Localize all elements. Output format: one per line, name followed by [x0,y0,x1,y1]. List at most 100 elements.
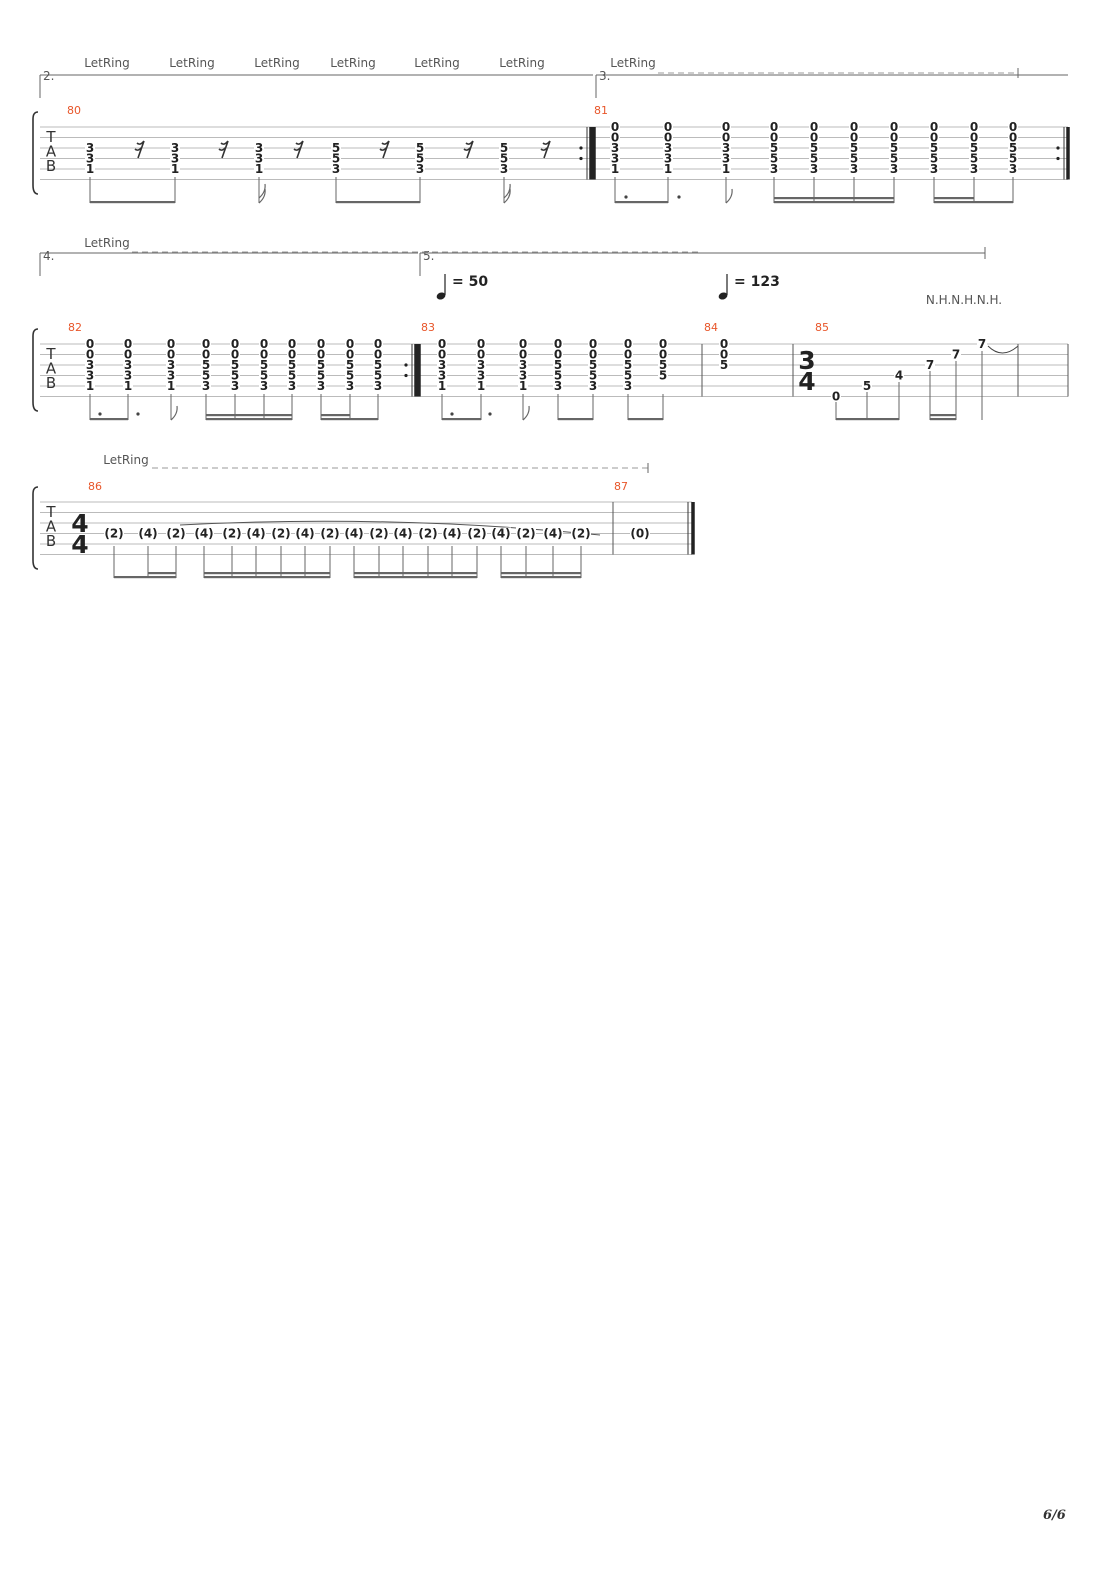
fret-number-ghost: (4) [393,527,412,541]
fret-number: 3 [722,141,730,155]
fret-number-ghost: (4) [344,527,363,541]
fret-number: 3 [810,162,818,176]
time-signature-bottom: 4 [71,530,88,559]
fret-bg [166,380,176,390]
fret-number: 5 [1009,152,1017,166]
fret-number: 0 [438,348,446,362]
fret-bg [929,152,939,163]
fret-bg [254,163,264,173]
fret-number: 5 [332,141,340,155]
tab-clef-letter: B [46,532,56,550]
fret-bg [123,359,133,369]
fret-bg [849,131,859,142]
fret-bg [663,152,673,163]
fret-number: 3 [1009,162,1017,176]
fret-bg [721,163,731,173]
fret-number: 5 [890,152,898,166]
fret-number: 0 [167,348,175,362]
fret-bg [316,369,326,380]
fret-bg [246,527,266,539]
fret-bg [222,527,242,539]
fret-bg [230,338,240,348]
let-ring-label: LetRing [103,453,148,467]
volta-label: 2. [43,69,54,83]
fret-number-ghost: (2) [104,527,123,541]
fret-number: 3 [554,379,562,393]
measure-number: 87 [614,480,628,493]
fret-number: 3 [624,379,632,393]
fret-bg [769,131,779,142]
tab-clef-letter: A [46,360,57,378]
fret-number: 0 [1009,120,1017,134]
fret-number: 0 [519,348,527,362]
fret-number: 0 [124,348,132,362]
fret-bg [658,348,668,359]
fret-bg [166,527,186,539]
fret-number: 3 [850,162,858,176]
volta-label: 3. [599,69,610,83]
fret-bg [170,142,180,152]
fret-number: 5 [202,369,210,383]
fret-bg [518,359,528,369]
beam [321,418,378,421]
measure-number: 80 [67,104,81,117]
fret-bg [85,380,95,390]
fret-number: 0 [86,337,94,351]
fret-bg [437,359,447,369]
volta-label: 5. [423,249,434,263]
fret-number-ghost: (0) [630,527,649,541]
fret-number: 5 [930,141,938,155]
fret-number: 3 [589,379,597,393]
fret-number: 3 [519,358,527,372]
sixteenth-rest [134,140,145,159]
sixteenth-rest [293,140,304,159]
note-flag [258,183,266,199]
tab-clef-letter: B [46,157,56,175]
tab-clef-letter: B [46,374,56,392]
measure-number: 86 [88,480,102,493]
let-ring-label: LetRing [499,56,544,70]
fret-bg [201,338,211,348]
fret-bg [831,390,841,401]
fret-number: 1 [664,162,672,176]
fret-bg [809,163,819,173]
sixteenth-rest [463,140,474,159]
time-signature-bottom: 4 [798,367,815,396]
fret-bg [254,142,264,152]
fret-number: 5 [770,141,778,155]
fret-bg [719,348,729,359]
fret-bg [499,152,509,163]
fret-number: 1 [722,162,730,176]
fret-bg [476,359,486,369]
fret-bg [663,142,673,152]
fret-number: 0 [850,120,858,134]
fret-number: 0 [167,337,175,351]
time-signature-top: 4 [71,509,88,538]
fret-bg [194,527,214,539]
fret-bg [889,142,899,152]
tempo-note-icon [718,292,728,300]
fret-bg [85,359,95,369]
fret-number: 1 [255,162,263,176]
fret-bg [623,359,633,369]
fret-number: 0 [202,337,210,351]
fret-bg [951,348,961,359]
fret-number: 3 [664,141,672,155]
fret-bg [170,163,180,173]
tempo-marking: = 50 [452,274,488,290]
fret-number-ghost: (2) [222,527,241,541]
fret-bg [588,380,598,390]
fret-bg [344,527,364,539]
fret-number: 3 [288,379,296,393]
fret-bg [287,359,297,369]
fret-bg [1008,142,1018,152]
fret-bg [437,369,447,380]
fret-number: 5 [810,141,818,155]
fret-number: 5 [416,141,424,155]
fret-bg [588,359,598,369]
fret-bg [1008,152,1018,163]
fret-number: 0 [970,120,978,134]
fret-bg [415,152,425,163]
fret-bg [201,359,211,369]
fret-bg [889,152,899,163]
